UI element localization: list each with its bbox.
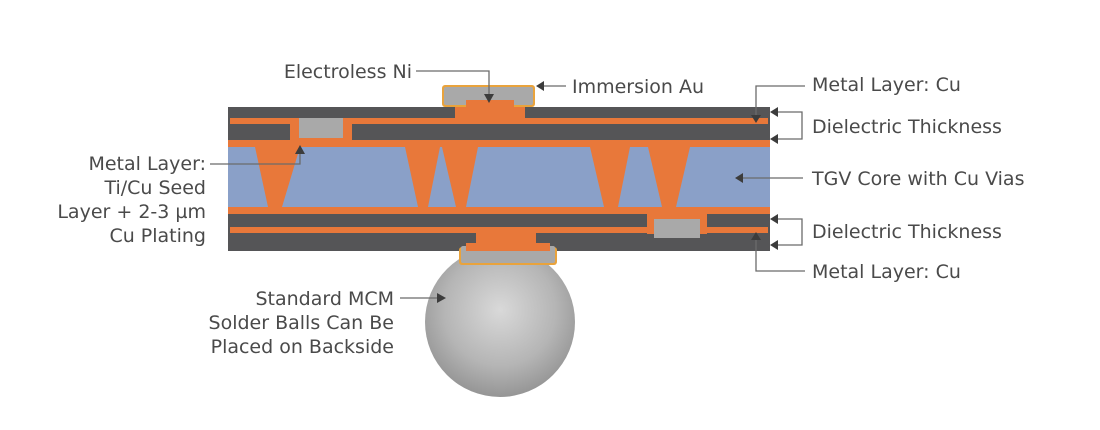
label-solder-balls-line-1: Standard MCM xyxy=(255,288,394,310)
label-electroless-ni: Electroless Ni xyxy=(284,61,412,83)
arrow-metal-cu-top xyxy=(751,115,761,123)
core-top-cu-line xyxy=(228,140,770,147)
core-bottom-cu-line xyxy=(228,207,770,214)
tgv-via-5 xyxy=(648,147,690,207)
arrow-dielectric-bottom-b xyxy=(770,240,778,250)
label-immersion-au: Immersion Au xyxy=(572,76,704,98)
tgv-via-4 xyxy=(590,147,630,207)
tgv-via-2 xyxy=(405,147,440,207)
label-seed-layer-line-3: Layer + 2-3 µm xyxy=(57,201,206,223)
label-solder-balls-line-3: Placed on Backside xyxy=(211,336,394,358)
label-solder-balls-line-2: Solder Balls Can Be xyxy=(209,312,394,334)
label-metal-layer-cu-bottom: Metal Layer: Cu xyxy=(812,261,961,283)
top-microvia-fill xyxy=(299,118,343,138)
arrow-dielectric-bottom-a xyxy=(770,214,778,224)
solder-ball xyxy=(425,247,575,397)
leader-dielectric-bottom xyxy=(776,218,803,246)
arrow-immersion-au xyxy=(536,81,544,91)
leader-electroless-ni xyxy=(416,70,490,96)
dielectric-band-top xyxy=(228,124,770,134)
arrow-seed-layer xyxy=(295,145,305,154)
tgv-glass-core xyxy=(228,147,770,207)
top-pad-base xyxy=(466,100,514,107)
dielectric-band-bottom xyxy=(228,214,770,225)
bottom-pad-cu xyxy=(466,243,550,251)
leader-dielectric-top xyxy=(776,111,803,140)
leader-metal-cu-bottom xyxy=(755,238,805,272)
arrow-metal-cu-bottom xyxy=(751,232,761,240)
tgv-via-3 xyxy=(442,147,478,207)
label-dielectric-thickness-bottom: Dielectric Thickness xyxy=(812,221,1002,243)
arrow-solder-ball xyxy=(437,293,446,303)
label-seed-layer-line-1: Metal Layer: xyxy=(88,153,206,175)
label-tgv-core: TGV Core with Cu Vias xyxy=(811,168,1024,190)
arrow-tgv-core xyxy=(735,173,743,183)
bottom-metal-trace xyxy=(230,227,768,233)
arrow-dielectric-top-a xyxy=(770,107,778,117)
label-dielectric-thickness-top: Dielectric Thickness xyxy=(812,116,1002,138)
tgv-via-1 xyxy=(255,147,300,207)
arrow-electroless-ni xyxy=(484,94,494,103)
leader-metal-cu-top xyxy=(755,85,805,117)
label-seed-layer-line-4: Cu Plating xyxy=(109,225,206,247)
top-via-stem xyxy=(455,104,525,124)
arrow-dielectric-top-b xyxy=(770,134,778,144)
label-metal-layer-cu-top: Metal Layer: Cu xyxy=(812,74,961,96)
leader-seed-layer xyxy=(210,152,301,165)
label-seed-layer-line-2: Ti/Cu Seed xyxy=(103,177,206,199)
bottom-microvia-fill xyxy=(654,219,700,238)
